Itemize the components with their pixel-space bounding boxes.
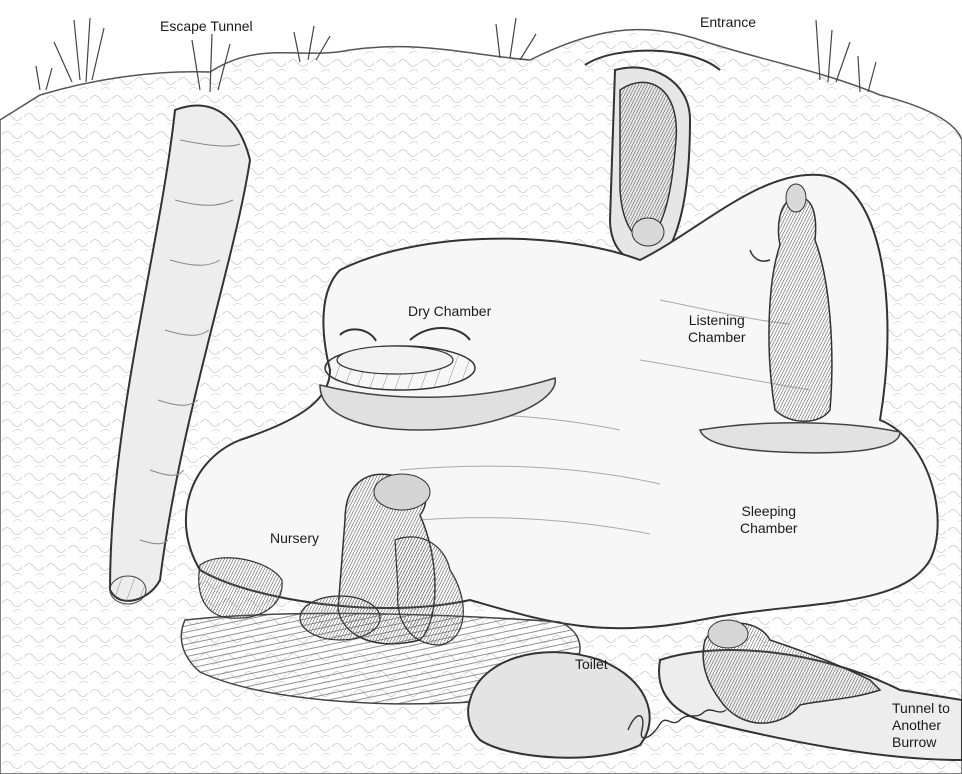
label-dry-chamber: Dry Chamber (408, 303, 491, 320)
label-toilet: Toilet (575, 656, 608, 673)
label-escape-tunnel: Escape Tunnel (160, 18, 253, 35)
label-entrance: Entrance (700, 14, 756, 31)
label-tunnel-to-another-burrow: Tunnel to Another Burrow (892, 700, 950, 751)
label-nursery: Nursery (270, 530, 319, 547)
label-sleeping-chamber: Sleeping Chamber (740, 503, 798, 537)
label-listening-chamber: Listening Chamber (688, 312, 746, 346)
